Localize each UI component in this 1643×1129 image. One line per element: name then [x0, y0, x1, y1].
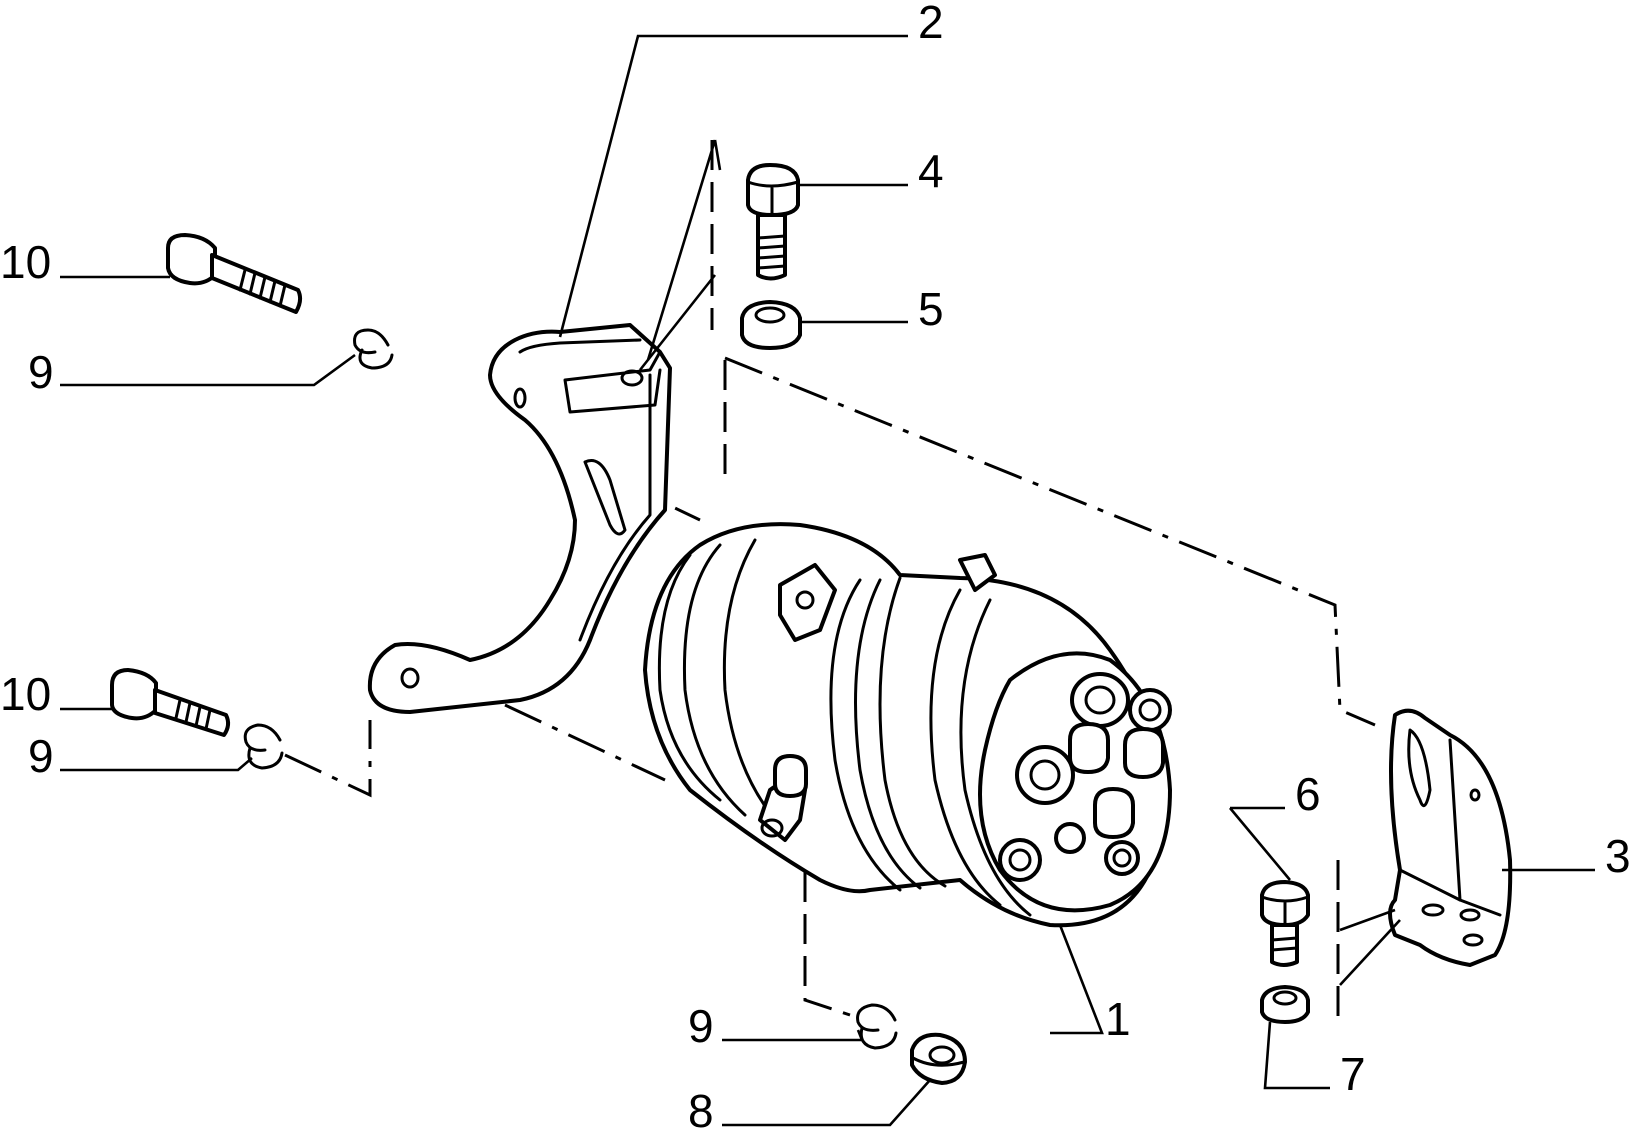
callout-10-lower: 10	[0, 668, 51, 720]
nut-8	[910, 1032, 967, 1085]
callout-2: 2	[918, 0, 944, 48]
bolt-10-lower	[110, 668, 231, 737]
washer-9-upper	[353, 328, 394, 370]
nut-7	[1260, 985, 1310, 1024]
washer-9-middle	[243, 723, 284, 770]
callout-5: 5	[918, 283, 944, 335]
compressor	[643, 522, 1172, 928]
bolt-4	[746, 163, 800, 281]
callout-9-upper: 9	[28, 346, 54, 398]
leader-lines	[60, 34, 1595, 1127]
callout-9-middle: 9	[28, 730, 54, 782]
callout-10-upper: 10	[0, 236, 51, 288]
callout-8: 8	[688, 1085, 714, 1129]
assembly-lines	[284, 140, 1376, 1020]
callout-7: 7	[1340, 1048, 1366, 1100]
front-bracket	[367, 323, 672, 714]
callout-1: 1	[1105, 993, 1131, 1045]
bolt-10-upper	[166, 233, 303, 314]
bolt-6	[1260, 880, 1310, 967]
nut-5	[740, 300, 802, 350]
callout-4: 4	[918, 145, 944, 197]
callout-3: 3	[1605, 830, 1631, 882]
washer-9-lower	[856, 1003, 898, 1050]
callout-6: 6	[1295, 768, 1321, 820]
callout-9-lower: 9	[688, 1000, 714, 1052]
rear-bracket	[1388, 708, 1513, 967]
